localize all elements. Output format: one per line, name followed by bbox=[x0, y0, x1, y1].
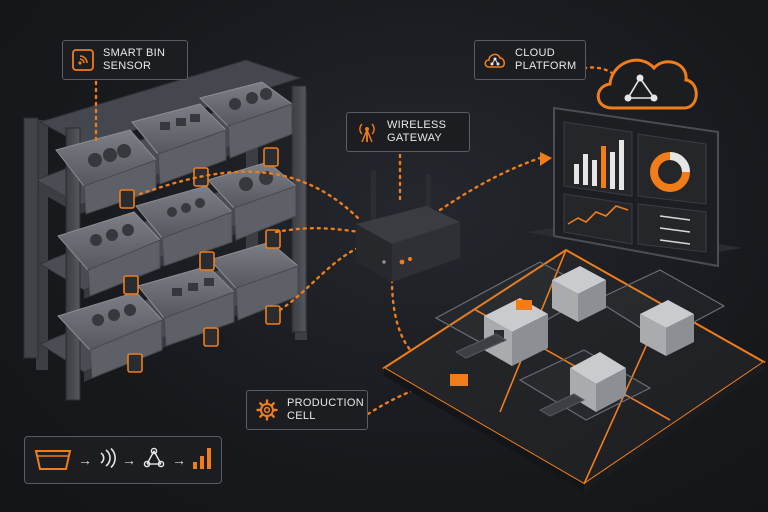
dashboard-bar bbox=[574, 164, 579, 184]
antenna-icon bbox=[355, 120, 379, 144]
wireless-gateway-device bbox=[356, 170, 460, 282]
bin bbox=[135, 185, 233, 267]
dashboard-line bbox=[567, 205, 629, 225]
cloud-network-icon bbox=[483, 48, 507, 72]
wireless-gateway-label: WIRELESS GATEWAY bbox=[346, 112, 470, 152]
wireless-gateway-text: WIRELESS GATEWAY bbox=[387, 119, 447, 144]
process-flow-legend: → → → bbox=[24, 436, 222, 484]
flow-arrow-icon: → bbox=[122, 452, 136, 468]
gear-icon bbox=[255, 398, 279, 422]
cloud-platform-label: CLOUD PLATFORM bbox=[474, 40, 586, 80]
dashboard-monitor bbox=[526, 106, 742, 268]
dashboard-bar bbox=[619, 140, 624, 190]
cnc-machine bbox=[570, 352, 626, 412]
cnc-machine bbox=[640, 300, 694, 356]
bin-sensor-tag bbox=[199, 251, 215, 271]
bin bbox=[57, 211, 161, 297]
bin-sensor-tag bbox=[265, 305, 281, 325]
bin bbox=[57, 291, 163, 379]
network-icon bbox=[142, 447, 166, 474]
flow-arrow-icon: → bbox=[78, 452, 92, 468]
bar-chart-icon bbox=[192, 446, 212, 475]
production-cell-label: PRODUCTION CELL bbox=[246, 390, 368, 430]
production-floor bbox=[382, 248, 766, 492]
bin bbox=[199, 81, 294, 159]
bin-sensor-tag bbox=[203, 327, 219, 347]
production-cell-text: PRODUCTION CELL bbox=[287, 397, 364, 422]
cloud-icon bbox=[596, 58, 698, 110]
signal-icon bbox=[98, 447, 116, 473]
dashboard-bar bbox=[610, 152, 615, 189]
bin bbox=[137, 265, 235, 347]
bin-sensor-tag bbox=[263, 147, 279, 167]
wifi-signal-icon bbox=[71, 48, 95, 72]
bin bbox=[131, 103, 227, 185]
bin bbox=[55, 129, 157, 215]
parts-crate bbox=[516, 300, 532, 310]
parts-crate bbox=[450, 374, 468, 386]
flow-arrow-icon: → bbox=[172, 452, 186, 468]
dashboard-bar bbox=[592, 160, 597, 186]
bin-sensor-tag bbox=[127, 353, 143, 373]
bin-sensor-tag bbox=[119, 189, 135, 209]
cloud-platform-text: CLOUD PLATFORM bbox=[515, 47, 577, 72]
bin-icon bbox=[34, 445, 72, 476]
storage-rack bbox=[23, 59, 307, 401]
dashboard-bar bbox=[583, 154, 588, 185]
bin-sensor-tag bbox=[123, 275, 139, 295]
cnc-machine bbox=[552, 266, 606, 322]
bin-sensor-tag bbox=[265, 229, 281, 249]
smart-bin-sensor-label: SMART BIN SENSOR bbox=[62, 40, 188, 80]
dashboard-bar bbox=[601, 146, 606, 188]
smart-bin-sensor-text: SMART BIN SENSOR bbox=[103, 47, 166, 72]
